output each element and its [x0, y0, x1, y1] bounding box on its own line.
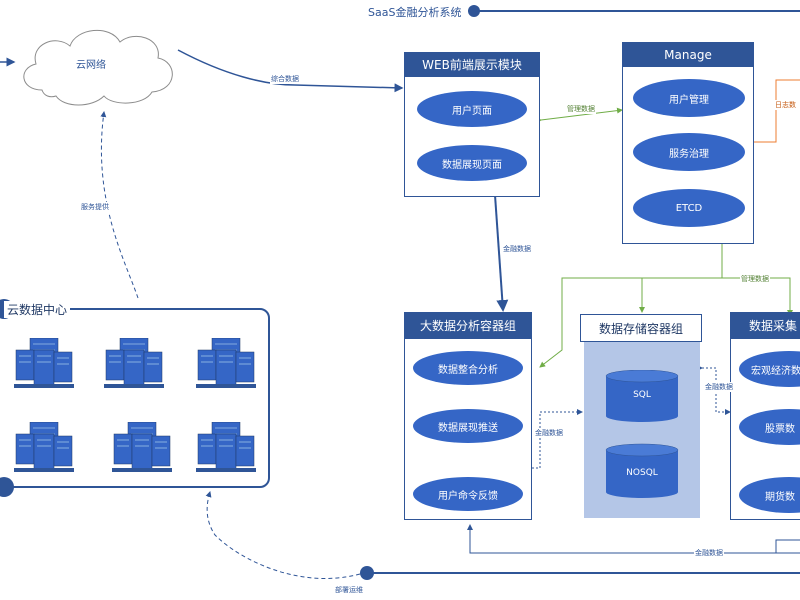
system-title: SaaS金融分析系统	[368, 6, 462, 19]
manage-module: Manage 用户管理 服务治理 ETCD	[622, 42, 754, 244]
label-manage-groups: 管理数据	[740, 274, 770, 284]
manage-dist-link	[539, 244, 723, 368]
log-link	[754, 79, 800, 143]
datacenter-panel	[0, 308, 270, 488]
user-page-node: 用户页面	[417, 91, 527, 127]
label-service: 服务提供	[80, 202, 110, 212]
data-integration-node: 数据整合分析	[413, 351, 523, 385]
cloud-web-link	[177, 49, 404, 93]
nosql-label: NOSQL	[626, 468, 658, 478]
etcd-node: ETCD	[633, 189, 745, 227]
collect-bigdata-stub	[775, 539, 800, 553]
datacenter-label: 云数据中心	[4, 301, 71, 318]
stock-node: 股票数	[739, 409, 800, 445]
service-link	[100, 111, 139, 299]
deploy-link	[205, 491, 361, 579]
label-log: 日志数	[774, 100, 797, 110]
datacenter-node-bottom	[0, 477, 14, 497]
server-cluster-icon	[14, 422, 74, 472]
bigdata-group-title: 大数据分析容器组	[405, 313, 531, 339]
cloud-icon	[23, 29, 173, 106]
web-module: WEB前端展示模块 用户页面 数据展现页面	[404, 52, 540, 197]
manage-module-title: Manage	[623, 43, 753, 67]
user-feedback-node: 用户命令反馈	[413, 477, 523, 511]
bottom-bus-node	[360, 566, 374, 580]
label-collect-bigdata: 金融数据	[694, 548, 724, 558]
server-cluster-icon	[196, 422, 256, 472]
server-cluster-icon	[112, 422, 172, 472]
server-cluster-icon	[14, 338, 74, 388]
label-storage-collect: 金融数据	[704, 382, 734, 392]
collect-group: 数据采集 宏观经济数 股票数 期货数	[730, 312, 800, 520]
label-cloud-web: 综合数据	[270, 74, 300, 84]
service-governance-node: 服务治理	[633, 133, 745, 171]
system-bar-node	[468, 5, 480, 17]
bigdata-group: 大数据分析容器组 数据整合分析 数据展现推送 用户命令反馈	[404, 312, 532, 520]
collect-group-title: 数据采集	[731, 313, 800, 339]
label-bigdata-storage: 金融数据	[534, 428, 564, 438]
storage-group-header	[580, 314, 702, 342]
sql-label: SQL	[633, 390, 651, 400]
futures-node: 期货数	[739, 477, 800, 513]
sql-database-icon	[605, 370, 679, 422]
user-management-node: 用户管理	[633, 79, 745, 117]
server-cluster-icon	[104, 338, 164, 388]
label-web-bigdata: 金融数据	[502, 244, 532, 254]
bigdata-storage-link	[532, 409, 583, 469]
collect-bigdata-link	[467, 524, 800, 554]
data-display-page-node: 数据展现页面	[417, 145, 527, 181]
web-module-title: WEB前端展示模块	[405, 53, 539, 77]
data-push-node: 数据展现推送	[413, 409, 523, 443]
storage-group-title: 数据存储容器组	[598, 322, 683, 336]
server-cluster-icon	[196, 338, 256, 388]
macro-economy-node: 宏观经济数	[739, 351, 800, 387]
label-deploy: 部署运维	[334, 585, 364, 595]
web-bigdata-link	[488, 184, 509, 312]
label-manage-web: 管理数据	[566, 104, 596, 114]
manage-web-link	[535, 107, 623, 124]
database-cylinders	[605, 370, 679, 498]
nosql-database-icon	[605, 443, 679, 498]
cloud-label: 云网络	[76, 60, 106, 71]
